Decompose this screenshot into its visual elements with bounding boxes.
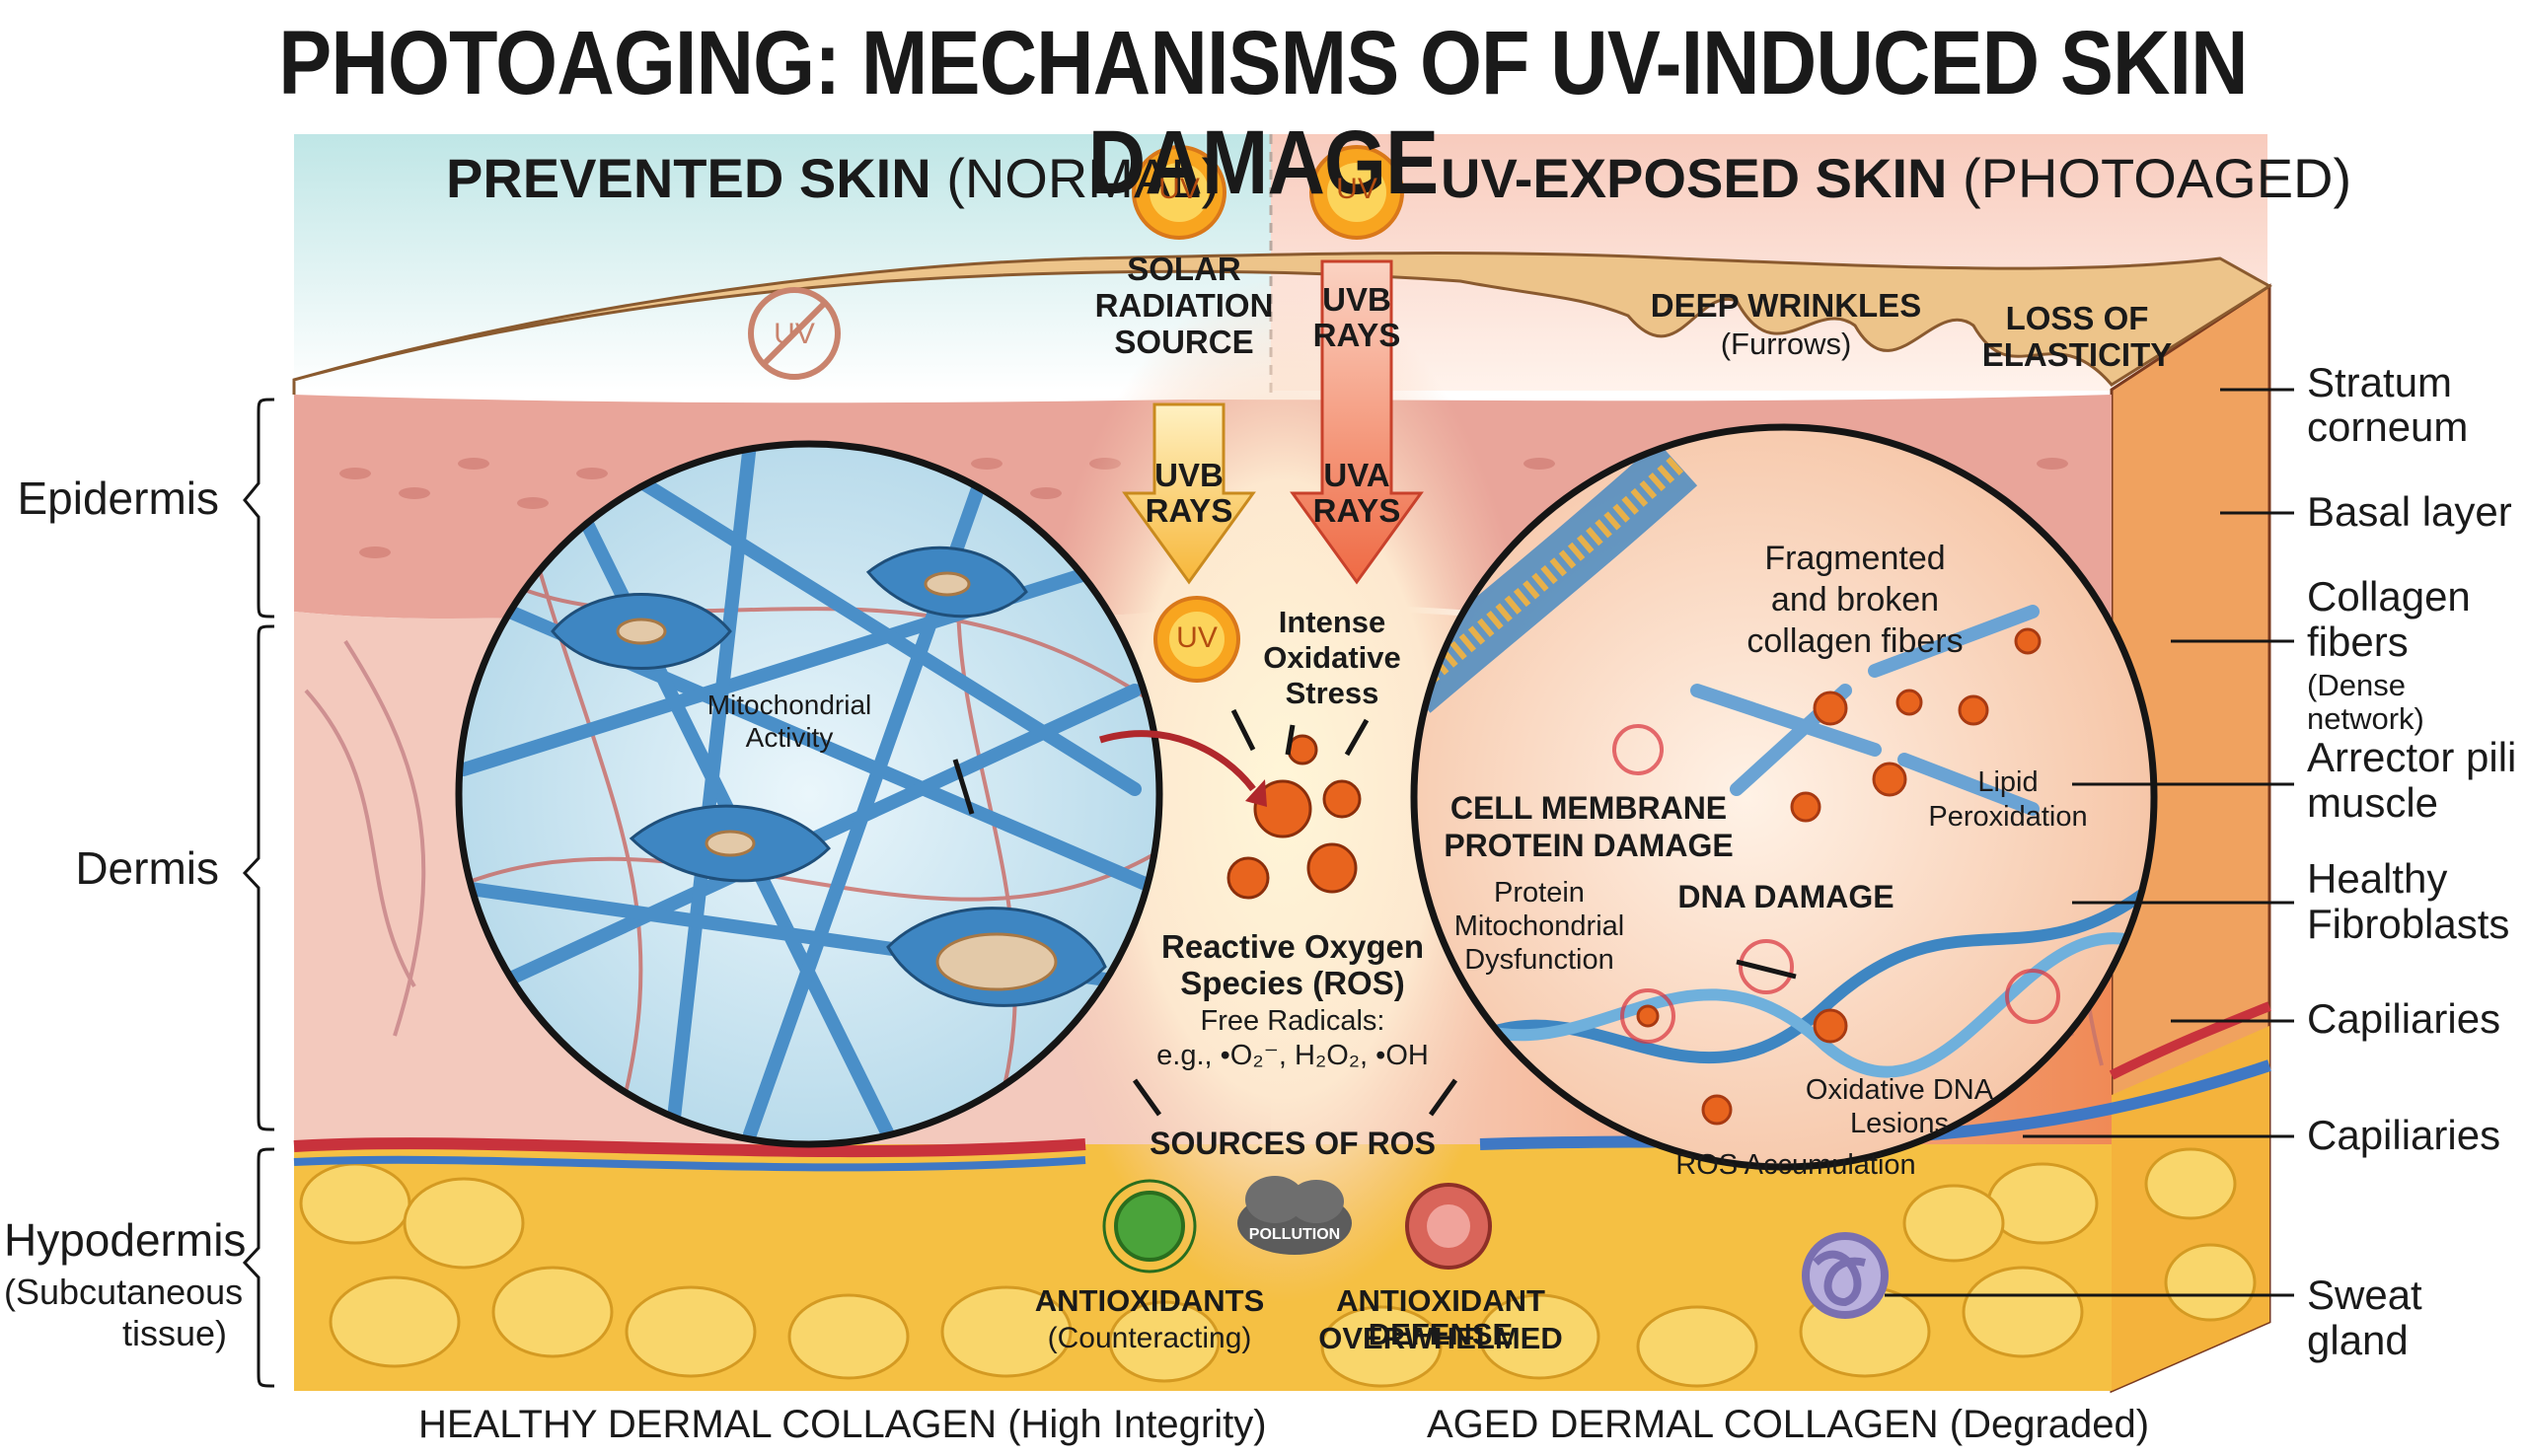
uva-arrow-2: RAYS	[1312, 492, 1401, 529]
antioxidants-label-2: (Counteracting)	[1047, 1322, 1252, 1354]
uv-sun-left	[1132, 145, 1226, 240]
defense-label-1: ANTIOXIDANT DEFENSE	[1336, 1283, 1545, 1352]
uv-sun-left-label: UV	[1158, 173, 1200, 205]
elasticity-1: LOSS OF	[2005, 300, 2149, 336]
label-collagen-3: (Dense network)	[2307, 668, 2424, 737]
label-fibroblasts-1: Healthy	[2307, 855, 2448, 902]
label-arrector-1: Arrector pili	[2307, 734, 2517, 780]
uva-arrow-1: UVA	[1323, 457, 1390, 493]
right-panel-title-main: UV-EXPOSED SKIN	[1441, 147, 1948, 209]
label-epidermis: Epidermis	[17, 473, 219, 524]
uv-sun-center	[1153, 596, 1240, 683]
label-fibroblasts-2: Fibroblasts	[2307, 901, 2510, 947]
pollution-icon-label: POLLUTION	[1248, 1226, 1341, 1243]
mito-activity-2: Activity	[745, 722, 834, 753]
elasticity-2: ELASTICITY	[1981, 336, 2173, 373]
ros-cluster	[1226, 734, 1362, 900]
defense-label-2: OVERWHELMED	[1318, 1321, 1563, 1355]
dna-helix	[1427, 883, 2154, 1078]
label-capillaries-1: Capiliaries	[2307, 995, 2501, 1042]
defense-overwhelmed-icon	[1405, 1183, 1492, 1270]
right-panel-title: UV-EXPOSED SKIN (PHOTOAGED)	[1441, 148, 2351, 209]
lipid-1: Lipid	[1977, 766, 2039, 798]
blood-vessel-left	[293, 1137, 1086, 1158]
stress-1: Intense	[1278, 605, 1386, 639]
label-sweat-gland: Sweat gland	[2307, 1272, 2422, 1364]
uv-sun-center-label: UV	[1176, 621, 1218, 654]
dna-damage-label: DNA DAMAGE	[1677, 879, 1894, 914]
label-hypodermis-sub-1: (Subcutaneous	[4, 1272, 244, 1312]
fragmented-2: and broken	[1770, 581, 1940, 619]
label-collagen-2: fibers	[2307, 619, 2409, 665]
broken-collagen	[1690, 605, 2040, 816]
protein-dysfunction-2: Mitochondrial	[1453, 910, 1625, 942]
left-panel-title-main: PREVENTED SKIN	[446, 147, 931, 209]
right-magnified-circle	[1410, 423, 2158, 1171]
sources-of-ros-label: SOURCES OF ROS	[1150, 1126, 1436, 1161]
right-bottom-caption: AGED DERMAL COLLAGEN (Degraded)	[1427, 1403, 2150, 1446]
fragmented-3: collagen fibers	[1746, 622, 1964, 660]
wrinkles-1: DEEP WRINKLES	[1650, 287, 1922, 324]
ros-particles	[1636, 627, 2042, 1126]
label-hypodermis-sub-2: tissue)	[121, 1313, 227, 1353]
fragmented-1: Fragmented	[1764, 540, 1946, 577]
label-collagen-1: Collagen	[2307, 573, 2471, 619]
uva-arrow-right	[1290, 259, 1424, 585]
sweat-gland-art	[1802, 1232, 1889, 1319]
pollution-cloud-icon	[1237, 1176, 1352, 1255]
left-panel-title-suffix: (NORMAL)	[946, 147, 1221, 209]
dna-lesions-2: Lesions	[1850, 1108, 1949, 1139]
pointer-arrows	[952, 708, 1797, 1117]
layer-braces	[242, 398, 275, 1388]
uv-sun-right-label: UV	[1336, 173, 1377, 205]
uvb-arrow-1: UVB	[1154, 457, 1224, 493]
membrane-damage-2: PROTEIN DAMAGE	[1444, 828, 1734, 863]
protein-dysfunction-1: Protein	[1494, 877, 1585, 909]
protein-dysfunction-3: Dysfunction	[1464, 944, 1614, 976]
uvb-top-1: UVB	[1322, 281, 1391, 318]
flow-arrow	[1098, 730, 1256, 792]
blocked-uv-label: UV	[774, 318, 815, 350]
solar-source-1: SOLAR	[1127, 251, 1241, 287]
ros-label-2: Species (ROS)	[1180, 965, 1405, 1001]
ros-accumulation: ROS Accumulation	[1675, 1149, 1916, 1181]
label-hypodermis: Hypodermis	[4, 1214, 247, 1266]
left-magnified-circle	[455, 440, 1163, 1148]
membrane-damage-1: CELL MEMBRANE	[1449, 790, 1728, 826]
ros-label-1: Reactive Oxygen	[1161, 928, 1424, 965]
label-capillaries-2: Capiliaries	[2307, 1112, 2501, 1158]
uvb-top-2: RAYS	[1312, 317, 1401, 353]
antioxidants-label-1: ANTIOXIDANTS	[1034, 1283, 1265, 1318]
stress-3: Stress	[1285, 676, 1379, 710]
label-stratum-1: Stratum	[2307, 359, 2453, 405]
dna-lesions-1: Oxidative DNA	[1805, 1074, 1994, 1106]
uv-sun-right	[1309, 145, 1404, 240]
uvb-arrow-2: RAYS	[1145, 492, 1233, 529]
right-panel-title-suffix: (PHOTOAGED)	[1963, 147, 2352, 209]
free-radicals-label: Free Radicals:	[1200, 1005, 1385, 1037]
antioxidant-icon	[1102, 1179, 1197, 1274]
page-title: PHOTOAGING: MECHANISMS OF UV-INDUCED SKI…	[278, 13, 2248, 214]
label-stratum-2: corneum	[2307, 403, 2469, 450]
stress-2: Oxidative	[1263, 640, 1401, 675]
blocked-uv-symbol	[748, 287, 841, 380]
mito-activity-1: Mitochondrial	[706, 690, 872, 720]
solar-source-2: RADIATION	[1094, 287, 1274, 324]
label-dermis: Dermis	[75, 842, 219, 894]
label-arrector-2: muscle	[2307, 779, 2439, 826]
wrinkles-2: (Furrows)	[1720, 327, 1852, 361]
free-radicals-examples: e.g., •O₂⁻, H₂O₂, •OH	[1156, 1040, 1429, 1071]
leader-lines	[1885, 388, 2294, 1297]
left-panel-title: PREVENTED SKIN (NORMAL)	[446, 148, 1220, 209]
solar-source-3: SOURCE	[1114, 324, 1254, 360]
label-basal: Basal layer	[2307, 488, 2512, 535]
lipid-2: Peroxidation	[1928, 801, 2088, 833]
left-bottom-caption: HEALTHY DERMAL COLLAGEN (High Integrity)	[418, 1403, 1267, 1446]
uvb-arrow-left	[1122, 402, 1256, 585]
